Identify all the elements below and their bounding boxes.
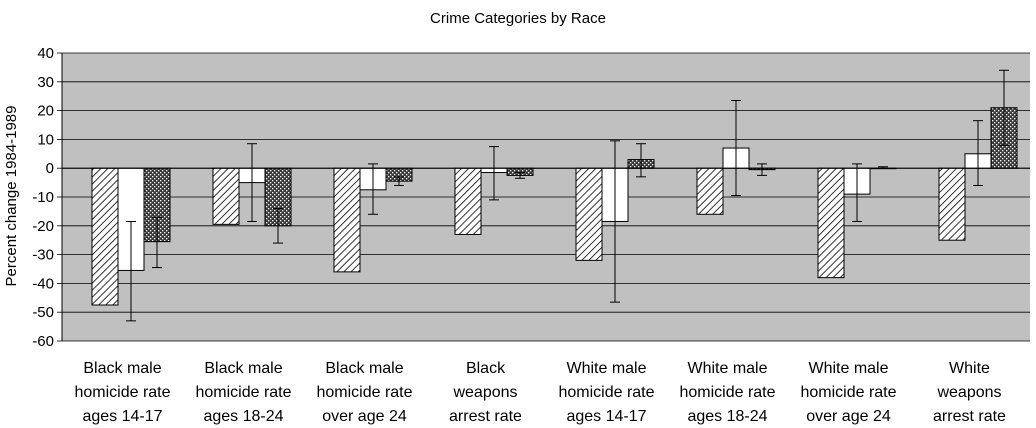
x-category-label: homicide rate	[558, 384, 654, 401]
bar	[817, 167, 845, 279]
x-category-label: Black male	[83, 360, 161, 377]
x-category-label: White male	[687, 360, 767, 377]
x-axis-labels: Black male homicide rate ages 14-17 Black m…	[74, 360, 1006, 425]
y-axis-label: Percent change 1984-1989	[3, 106, 20, 287]
x-category-label: Black	[466, 360, 506, 377]
bar	[454, 167, 482, 235]
y-tick-label: -40	[32, 275, 54, 292]
x-category-label: over age 24	[322, 408, 407, 425]
y-axis-ticks: 40 30 20 10 0 -10 -20 -30 -40 -50 -60	[32, 45, 54, 350]
x-category-label: over age 24	[806, 408, 891, 425]
x-category-label: ages 14-17	[82, 408, 162, 425]
bar	[333, 167, 361, 273]
x-category-label: Black male	[325, 360, 403, 377]
x-category-label: White	[949, 360, 990, 377]
x-category-label: weapons	[452, 384, 517, 401]
y-tick-label: 10	[37, 131, 54, 148]
x-category-label: homicide rate	[195, 384, 291, 401]
chart-title: Crime Categories by Race	[430, 10, 606, 27]
x-category-label: Black male	[204, 360, 282, 377]
x-category-label: homicide rate	[74, 384, 170, 401]
bar	[212, 167, 240, 225]
y-tick-label: -60	[32, 333, 54, 350]
error-bars	[62, 69, 1030, 322]
x-category-label: White male	[808, 360, 888, 377]
x-category-label: arrest rate	[449, 408, 522, 425]
y-tick-label: 20	[37, 103, 54, 120]
bar	[575, 167, 603, 261]
bar	[91, 167, 119, 306]
y-tick-label: -10	[32, 189, 54, 206]
y-tick-label: 40	[37, 45, 54, 62]
y-tick-label: -50	[32, 304, 54, 321]
x-category-label: ages 18-24	[203, 408, 283, 425]
y-tick-label: -20	[32, 218, 54, 235]
y-tick-label: -30	[32, 247, 54, 264]
x-category-label: homicide rate	[679, 384, 775, 401]
bar	[696, 167, 724, 215]
y-tick-label: 30	[37, 74, 54, 91]
x-category-label: White male	[566, 360, 646, 377]
x-category-label: homicide rate	[800, 384, 896, 401]
x-category-label: homicide rate	[316, 384, 412, 401]
x-category-label: arrest rate	[933, 408, 1006, 425]
y-tick-label: 0	[46, 160, 54, 177]
bar	[938, 167, 966, 241]
x-category-label: weapons	[936, 384, 1001, 401]
x-category-label: ages 14-17	[566, 408, 646, 425]
x-category-label: ages 18-24	[687, 408, 767, 425]
